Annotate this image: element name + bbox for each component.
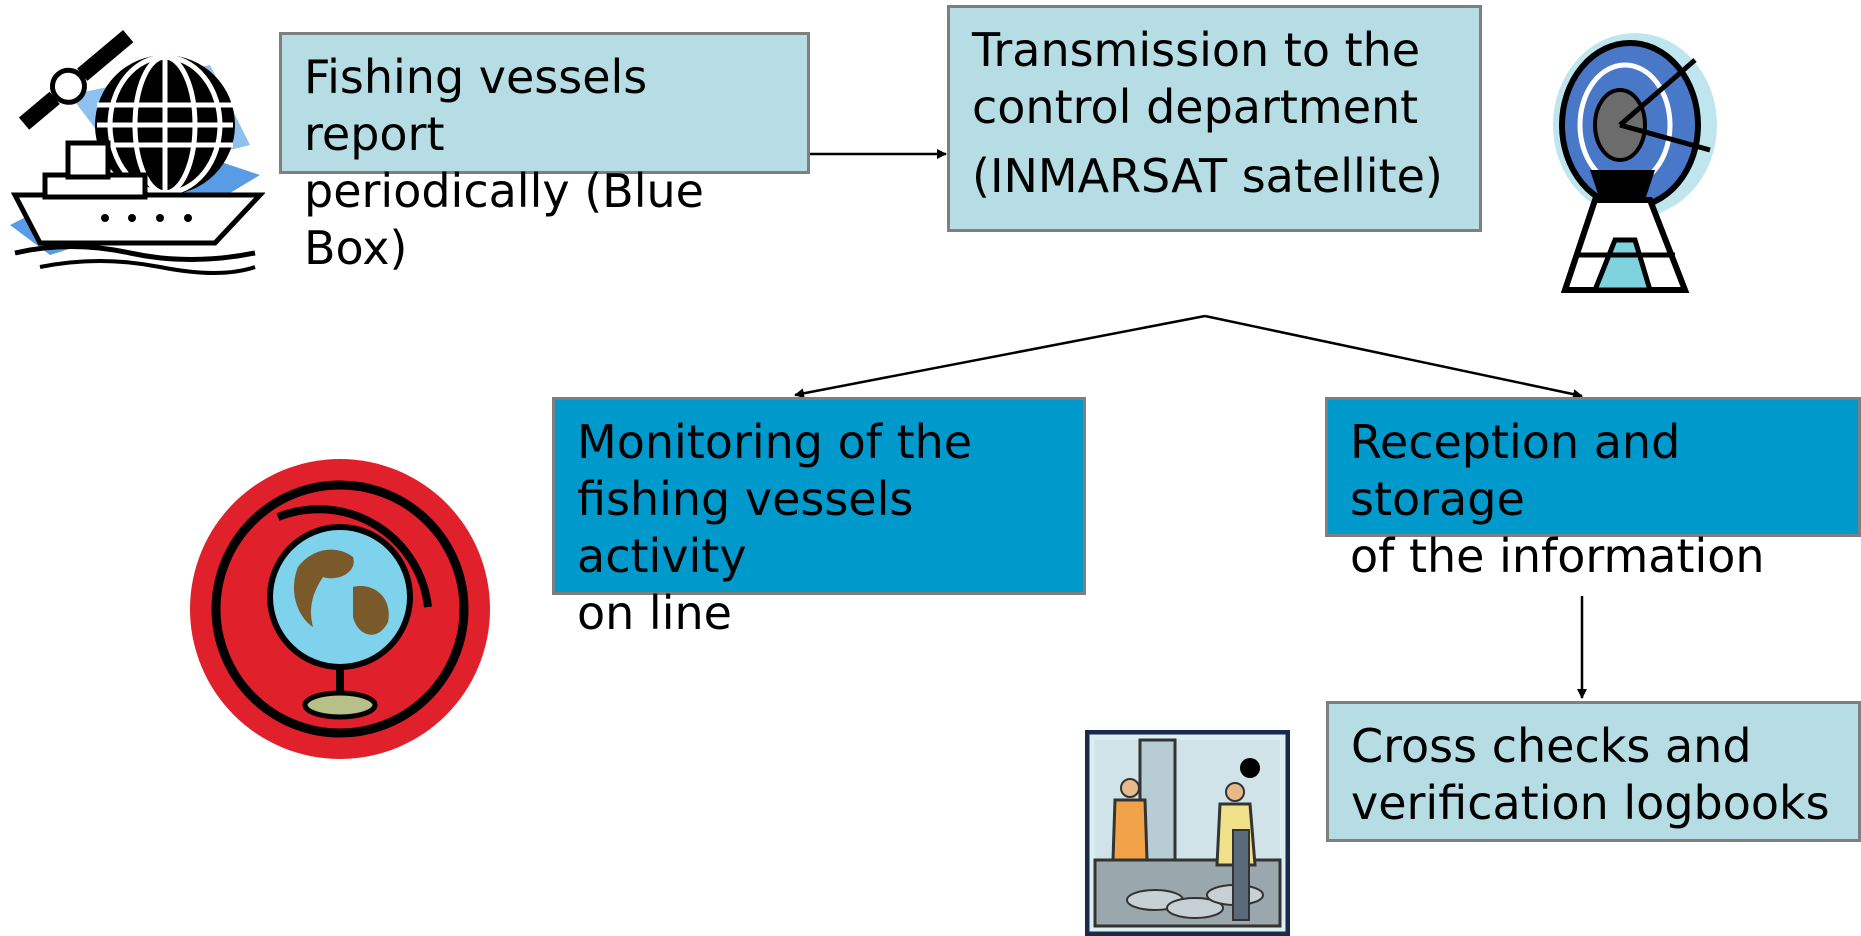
- monitoring-line-1: Monitoring of the: [577, 415, 973, 469]
- monitoring-box: Monitoring of the fishing vessels activi…: [552, 397, 1086, 640]
- arrow-split-to-reception: [1204, 314, 1583, 400]
- cross-checks-line-1: Cross checks and: [1351, 719, 1752, 773]
- transmission-line-1: Transmission to the: [972, 23, 1421, 77]
- monitoring-line-3: on line: [577, 586, 732, 640]
- reception-line-1: Reception and storage: [1350, 415, 1681, 526]
- ship-satellite-icon: [10, 30, 265, 275]
- fishermen-icon: [1085, 730, 1290, 936]
- reception-line-2: of the information: [1350, 529, 1765, 583]
- cross-checks-line-2: verification logbooks: [1351, 776, 1830, 830]
- transmission-line-3: (INMARSAT satellite): [972, 149, 1443, 203]
- reception-box: Reception and storage of the information: [1325, 397, 1861, 583]
- cross-checks-box: Cross checks and verification logbooks: [1326, 701, 1861, 842]
- fishing-report-line-2: periodically (Blue Box): [304, 164, 704, 275]
- transmission-line-2: control department: [972, 80, 1419, 134]
- arrow-split-to-monitoring: [794, 314, 1206, 399]
- satellite-dish-icon: [1553, 33, 1717, 293]
- globe-icon: [190, 459, 490, 759]
- fishing-report-box: Fishing vessels report periodically (Blu…: [279, 32, 810, 275]
- transmission-box: Transmission to the control department (…: [947, 5, 1482, 232]
- fishing-report-line-1: Fishing vessels report: [304, 50, 648, 161]
- monitoring-line-2: fishing vessels activity: [577, 472, 914, 583]
